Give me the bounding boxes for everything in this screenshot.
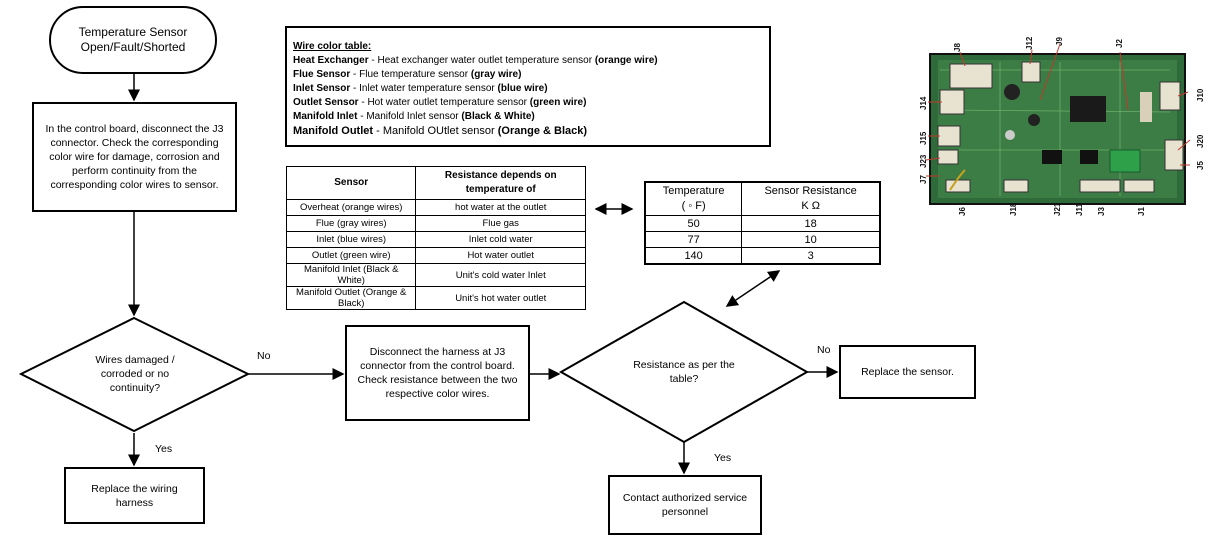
step-check-resistance-text: Disconnect the harness at J3 connector f… (357, 346, 518, 400)
decision-resistance-shape (558, 300, 810, 444)
wire-color-table: Wire color table: Heat Exchanger - Heat … (285, 26, 771, 147)
board-label: J8 (953, 43, 962, 52)
column-header: Temperature ( ◦ F) (644, 181, 743, 216)
step-check-resistance: Disconnect the harness at J3 connector f… (345, 325, 530, 421)
table-row: Inlet (blue wires)Inlet cold water (285, 231, 586, 248)
wire-color-row: Flue Sensor - Flue temperature sensor (g… (293, 69, 522, 80)
board-label: J15 (919, 131, 928, 145)
step-disconnect-j3: In the control board, disconnect the J3 … (32, 102, 237, 212)
column-header: Resistance depends on temperature of (415, 166, 586, 200)
wire-color-table-title: Wire color table: (293, 41, 372, 52)
wire-color-row: Outlet Sensor - Hot water outlet tempera… (293, 97, 587, 108)
decision-wires-shape (18, 316, 251, 433)
wire-color-row: Heat Exchanger - Heat exchanger water ou… (293, 55, 658, 66)
board-label: J21 (1053, 202, 1062, 216)
sensor-table: Sensor Resistance depends on temperature… (285, 166, 586, 310)
column-header: Sensor (285, 166, 417, 200)
decision-resistance-text: Resistance as per the table? (633, 359, 735, 385)
table-row: Overheat (orange wires)hot water at the … (285, 199, 586, 216)
wire-color-row: Manifold Inlet - Manifold Inlet sensor (… (293, 111, 535, 122)
board-label: J12 (1025, 36, 1034, 50)
board-label: J9 (1055, 37, 1064, 46)
wire-color-row: Inlet Sensor - Inlet water temperature s… (293, 83, 548, 94)
contact-service-box: Contact authorized service personnel (608, 475, 762, 535)
replace-sensor-box: Replace the sensor. (839, 345, 976, 399)
board-label: J5 (1196, 161, 1205, 170)
table-cell: 140 (644, 247, 743, 265)
table-cell: Manifold Inlet (Black & White) (285, 263, 417, 287)
table-row: Manifold Inlet (Black & White)Unit's col… (285, 263, 586, 287)
board-label: J1 (1137, 207, 1146, 216)
wire-color-row: Manifold Outlet - Manifold OUtlet sensor… (293, 125, 588, 137)
table-cell: Unit's hot water outlet (415, 286, 586, 310)
replace-harness-box: Replace the wiring harness (64, 467, 205, 524)
sensor-table-header: Sensor Resistance depends on temperature… (285, 166, 586, 200)
table-cell: Flue gas (415, 215, 586, 232)
table-cell: Flue (gray wires) (285, 215, 417, 232)
table-cell: Outlet (green wire) (285, 247, 417, 264)
board-label: J14 (919, 96, 928, 110)
table-cell: 3 (741, 247, 881, 265)
control-board-image (929, 53, 1186, 205)
board-label: J3 (1097, 207, 1106, 216)
board-label: J11 (1075, 203, 1084, 216)
start-terminal: Temperature Sensor Open/Fault/Shorted (49, 6, 217, 74)
table-cell: hot water at the outlet (415, 199, 586, 216)
table-cell: 10 (741, 231, 881, 248)
double-arrow-temp-to-decision (725, 270, 781, 307)
board-label: J20 (1196, 134, 1205, 148)
table-cell: Unit's cold water Inlet (415, 263, 586, 287)
replace-harness-text: Replace the wiring harness (91, 482, 178, 509)
table-cell: Hot water outlet (415, 247, 586, 264)
board-label: J6 (958, 207, 967, 216)
edge-label-yes: Yes (155, 443, 173, 455)
replace-sensor-text: Replace the sensor. (861, 366, 954, 378)
edge-label-yes: Yes (714, 452, 732, 464)
board-label: J7 (919, 175, 928, 184)
board-label: J2 (1115, 39, 1124, 48)
temp-table-header: Temperature ( ◦ F) Sensor Resistance K Ω (644, 181, 881, 216)
board-label: J10 (1196, 88, 1205, 102)
table-cell: Overheat (orange wires) (285, 199, 417, 216)
table-cell: 77 (644, 231, 743, 248)
table-row: Outlet (green wire)Hot water outlet (285, 247, 586, 264)
board-label: J18 (1009, 202, 1018, 216)
edge-label-no: No (257, 350, 271, 362)
board-label: J23 (919, 154, 928, 168)
decision-wires-text: Wires damaged / corroded or no continuit… (95, 354, 175, 394)
table-row: Manifold Outlet (Orange & Black)Unit's h… (285, 286, 586, 310)
board-labels: J8 J12 J9 J2 J10 J14 J15 J20 J23 J5 J7 J… (919, 36, 1205, 216)
contact-service-text: Contact authorized service personnel (622, 492, 748, 518)
table-row: Flue (gray wires)Flue gas (285, 215, 586, 232)
table-cell: Manifold Outlet (Orange & Black) (285, 286, 417, 310)
table-cell: Inlet (blue wires) (285, 231, 417, 248)
column-header: Sensor Resistance K Ω (741, 181, 881, 216)
table-cell: 50 (644, 215, 743, 232)
table-cell: 18 (741, 215, 881, 232)
board-pointers (925, 43, 1191, 177)
table-cell: Inlet cold water (415, 231, 586, 248)
step-disconnect-j3-text: In the control board, disconnect the J3 … (45, 123, 224, 191)
edge-label-no: No (817, 344, 831, 356)
temperature-resistance-table: Temperature ( ◦ F) Sensor Resistance K Ω… (644, 181, 881, 265)
